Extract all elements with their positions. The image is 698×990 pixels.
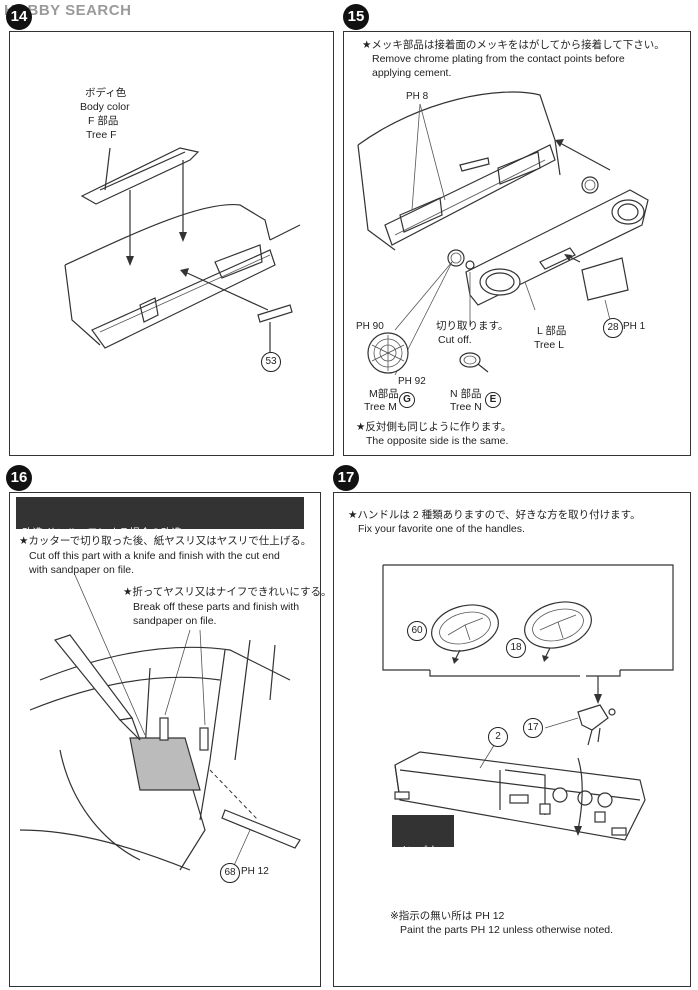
step-15-panel [343,31,691,456]
step-15-number: 15 [343,4,369,30]
cut-note-en-1: Cut off this part with a knife and finis… [29,550,280,562]
step-14-panel [9,31,334,456]
sunroof-banner-jp: 改造:サンルーフにする場合の改造 [22,527,182,539]
opposite-note-jp: ★反対側も同じように作ります。 [356,421,512,433]
paint-ph90-label: PH 90 [356,321,384,332]
paint-ph92-label: PH 92 [398,376,426,387]
sunroof-banner: 改造:サンルーフにする場合の改造 To open the sunroof. [16,497,304,581]
inner-panel-label-en: Inner panel [396,887,449,899]
part-60-label: 60 [407,621,427,641]
tree-m-label-en: Tree M [364,401,397,413]
part-18-label: 18 [506,638,526,658]
part-68-label: 68 [220,863,240,883]
inner-panel-label-jp: インパネ [396,845,438,857]
hobby-search-watermark: HOBBY SEARCH [4,2,132,19]
tree-n-label-en: Tree N [450,401,482,413]
tree-f-label-en: Tree F [86,129,117,141]
paint-ph8-label: PH 8 [406,91,429,102]
tree-n-badge: E [485,392,501,408]
default-paint-note-jp: ※指示の無い所は PH 12 [390,910,505,922]
step-17-panel [333,492,691,987]
handle-note-jp: ★ハンドルは 2 種類ありますので、好きな方を取り付けます。 [348,509,641,521]
default-paint-note-en: Paint the parts PH 12 unless otherwise n… [400,924,614,936]
tree-n-label-jp: N 部品 [450,388,482,400]
chrome-note-en-1: Remove chrome plating from the contact p… [372,53,625,65]
handle-note-en: Fix your favorite one of the handles. [358,523,525,535]
chrome-note-jp: ★メッキ部品は接着面のメッキをはがしてから接着して下さい。 [362,39,665,51]
part-53-label: 53 [261,352,281,372]
inner-panel-banner: インパネ Inner panel [392,815,454,899]
step-16-number: 16 [6,465,32,491]
step-17-number: 17 [333,465,359,491]
cut-note-jp: ★カッターで切り取った後、紙ヤスリ又はヤスリで仕上げる。 [19,535,312,547]
tree-l-label-jp: L 部品 [537,325,567,337]
break-note-en-2: sandpaper on file. [133,615,217,627]
tree-m-label-jp: M部品 [369,388,399,400]
part-2-label: 2 [488,727,508,747]
cut-off-label-jp: 切り取ります。 [436,320,509,332]
part-17-label: 17 [523,718,543,738]
part-28-label: 28 [603,318,623,338]
tree-l-label-en: Tree L [534,339,564,351]
cut-note-en-2: with sandpaper on file. [29,564,135,576]
tree-m-badge: G [399,392,415,408]
paint-ph1-label: PH 1 [623,321,646,332]
opposite-note-en: The opposite side is the same. [366,435,509,447]
break-note-en-1: Break off these parts and finish with [133,601,300,613]
sunroof-banner-en: To open the sunroof. [22,569,118,581]
break-note-jp: ★折ってヤスリ又はナイフできれいにする。 [123,586,332,598]
tree-f-label-jp: F 部品 [88,115,119,127]
body-color-label-en: Body color [80,101,130,113]
step-14-number: 14 [6,4,32,30]
body-color-label-jp: ボディ色 [85,87,127,99]
cut-off-label-en: Cut off. [438,334,472,346]
chrome-note-en-2: applying cement. [372,67,452,79]
paint-ph12-label-s16: PH 12 [241,866,269,877]
